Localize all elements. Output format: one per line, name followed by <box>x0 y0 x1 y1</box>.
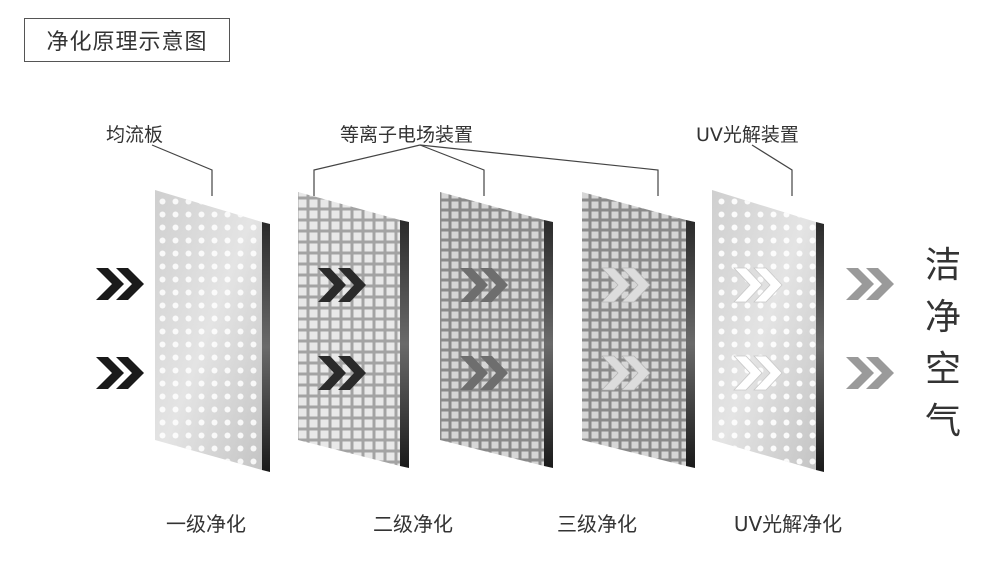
leader-uv <box>751 144 793 196</box>
plasma-panel-3 <box>582 192 695 468</box>
callout-uv-device: UV光解装置 <box>696 124 799 146</box>
leader-flow-plate <box>151 144 213 196</box>
callout-plasma-device: 等离子电场装置 <box>340 124 474 146</box>
inflow-arrow-bottom <box>96 357 144 389</box>
stage4-arrow-top <box>601 267 651 303</box>
clean-air-char-3: 空 <box>924 349 961 390</box>
stage3-arrow-bottom <box>460 356 508 390</box>
leader-plasma-2 <box>419 144 485 196</box>
clean-air-label: 洁 净 空 气 <box>918 240 968 448</box>
plasma-panel-1 <box>298 192 409 468</box>
callout-flow-plate: 均流板 <box>106 124 164 146</box>
clean-air-char-2: 净 <box>924 297 961 338</box>
flow-plate-panel <box>155 190 270 472</box>
stage-label-3: 三级净化 <box>557 512 637 536</box>
diagram-title: 净化原理示意图 <box>24 18 230 62</box>
inflow-arrow-top <box>96 268 144 300</box>
uv-arrow-bottom <box>733 355 783 391</box>
clean-air-char-4: 气 <box>924 401 961 442</box>
stage-label-1: 一级净化 <box>166 512 246 536</box>
stage2-arrow-bottom <box>318 356 366 390</box>
outflow-arrow-bottom <box>846 357 894 389</box>
leader-plasma-1 <box>313 144 421 196</box>
clean-air-char-1: 洁 <box>924 245 961 286</box>
uv-panel <box>712 190 824 472</box>
plasma-panel-2 <box>440 192 553 468</box>
stage3-arrow-top <box>460 268 508 302</box>
stage-label-2: 二级净化 <box>373 512 453 536</box>
uv-arrow-top <box>733 267 783 303</box>
stage-label-4: UV光解净化 <box>733 512 843 536</box>
stage4-arrow-bottom <box>601 355 651 391</box>
stage2-arrow-top <box>318 268 366 302</box>
outflow-arrow-top <box>846 268 894 300</box>
leader-plasma-3 <box>419 144 659 196</box>
